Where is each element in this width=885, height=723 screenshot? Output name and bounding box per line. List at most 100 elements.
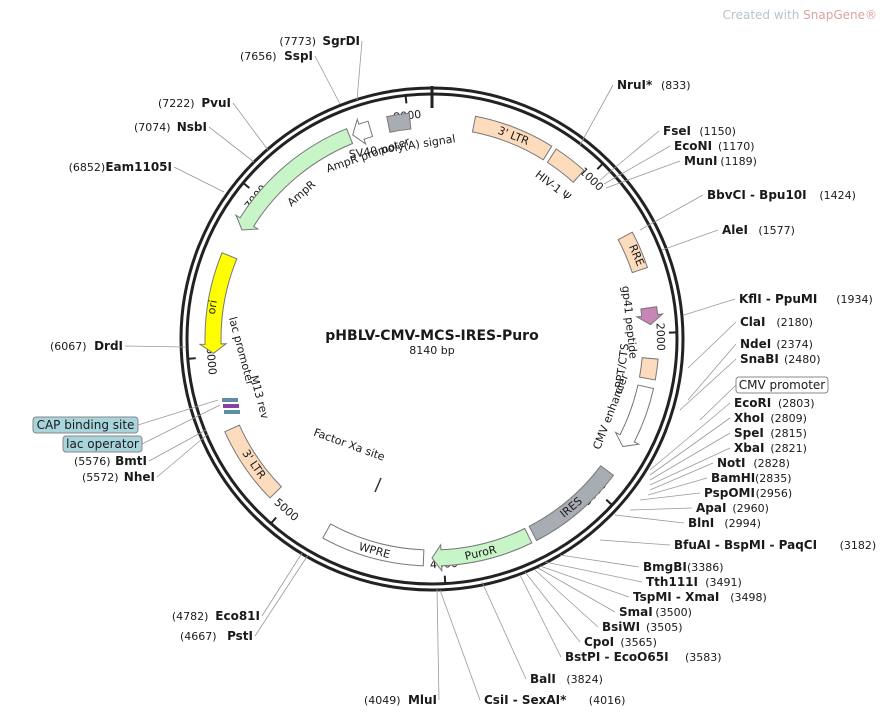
tick-mark [187,357,196,360]
site-leader [603,145,671,185]
site-name: BfuAI - BspMI - PaqCI [674,538,817,552]
feature-ampr-promoter [352,117,374,146]
feature-ires [528,465,615,542]
site-leader [519,574,562,658]
tick-mark [596,162,604,170]
snapgene-watermark: Created with SnapGene® [723,8,877,22]
site-position: (2809) [770,412,807,425]
site-position: (2828) [753,457,790,470]
site-leader [649,402,731,471]
watermark-brand: SnapGene® [803,8,877,22]
site-name: SgrDI [322,34,360,48]
site-position: (7074) [134,121,171,134]
site-leader [537,567,616,613]
inner-label: Factor Xa site [312,426,387,464]
site-leader [649,447,731,486]
site-name: TspMI - XmaI [633,590,719,604]
boxed-label-leader [699,384,737,421]
site-leader [649,417,731,476]
site-leader [261,552,303,617]
site-name: XbaI [734,441,764,455]
site-name: NheI [124,470,155,484]
site-name: SspI [284,49,313,63]
site-leader [614,514,685,524]
site-name: DrdI [94,339,123,353]
site-position: (7222) [158,97,195,110]
site-name: BmgBI [643,560,687,574]
site-name: SmaI [619,605,653,619]
feature-3-ltr [224,424,283,499]
boxed-label-cap-binding-site: CAP binding site [32,399,219,434]
site-name: SpeI [734,426,764,440]
tick-mark [404,95,408,104]
site-name: BamHI [711,471,755,485]
site-leader [534,569,599,628]
boxed-label-leader [137,399,219,426]
site-position: (3491) [705,576,742,589]
site-name: FseI [663,124,691,138]
site-position: (3182) [840,539,877,552]
inner-label: M13 rev [247,374,271,421]
site-position: (2374) [776,338,813,351]
site-leader [173,166,225,193]
site-leader [639,194,704,231]
site-position: (1934) [836,293,873,306]
feature-ori [198,252,238,354]
site-position: (2821) [770,442,807,455]
site-position: (1150) [699,125,736,138]
plasmid-size: 8140 bp [409,344,454,357]
site-position: (7656) [240,50,277,63]
site-name: NdeI [740,337,771,351]
boxed-label-lac-operator: lac operator [62,404,221,453]
site-name: CpoI [584,635,614,649]
watermark-prefix: Created with [722,8,804,22]
site-name: PvuI [201,96,231,110]
site-position: (3824) [566,673,603,686]
feature-label: ori [205,299,220,315]
site-position: (2956) [756,487,793,500]
site-name: EcoRI [734,396,771,410]
site-name: BalI [530,672,556,686]
site-leader [539,565,630,598]
site-leader [124,345,186,348]
site-leader [679,358,737,411]
site-position: (833) [661,79,691,92]
site-name: BlnI [688,516,714,530]
site-position: (5576) [74,455,111,468]
boxed-label-text: CMV promoter [739,378,826,392]
site-leader [439,589,481,701]
site-leader [524,571,581,643]
boxed-label-cmv-promoter: CMV promoter [699,376,829,421]
site-name: ApaI [696,501,726,515]
feature-hiv-1- [546,148,585,183]
site-leader [649,432,731,481]
boxed-label-text: CAP binding site [37,418,135,432]
site-position: (3386) [687,561,724,574]
site-position: (5572) [82,471,119,484]
site-leader [559,554,640,568]
site-leader [481,581,527,680]
site-position: (1189) [720,155,757,168]
site-leader [579,84,614,146]
site-leader [687,321,737,369]
site-position: (4016) [589,694,626,707]
site-leader [661,229,719,251]
feature-gp41-peptide [635,306,665,326]
site-position: (2803) [778,397,815,410]
site-position: (4667) [180,630,217,643]
site-leader [649,462,714,491]
tick-label: 5000 [271,496,301,524]
site-name: CsiI - SexAI* [484,693,567,707]
site-position: (6852) [69,161,106,174]
site-name: Eco81I [215,609,260,623]
site-name: KflI - PpuMI [739,292,817,306]
site-position: (2180) [776,316,813,329]
site-name: NotI [717,456,746,470]
site-position: (3565) [620,636,657,649]
site-name: PstI [227,629,253,643]
site-leader [254,554,309,637]
site-leader [356,40,363,101]
feature-sv40-poly-a-signal [386,112,412,133]
